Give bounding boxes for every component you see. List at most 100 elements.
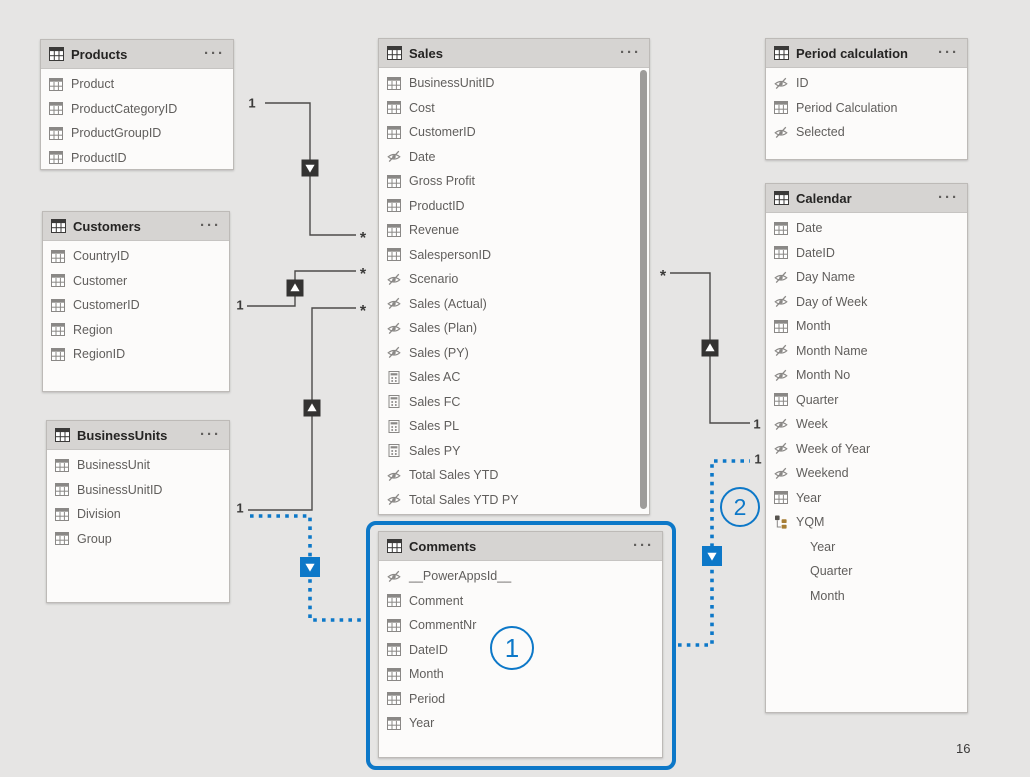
field-total-sales-ytd-py[interactable]: Total Sales YTD PY: [379, 488, 649, 513]
hidden-icon: [774, 295, 788, 309]
field-gross-profit[interactable]: Gross Profit: [379, 169, 649, 194]
field-sales-plan[interactable]: Sales (Plan): [379, 316, 649, 341]
field-day-of-week[interactable]: Day of Week: [766, 290, 967, 315]
relationship-sales-calendar[interactable]: *1: [660, 268, 761, 432]
field-customerid[interactable]: CustomerID: [379, 120, 649, 145]
field-id[interactable]: ID: [766, 71, 967, 96]
field-commentnr[interactable]: CommentNr: [379, 613, 662, 638]
field-salespersonid[interactable]: SalespersonID: [379, 243, 649, 268]
field-selected[interactable]: Selected: [766, 120, 967, 145]
table-more-options-icon[interactable]: ···: [633, 537, 654, 554]
field-week-of-year[interactable]: Week of Year: [766, 437, 967, 462]
table-more-options-icon[interactable]: ···: [200, 217, 221, 234]
field-customerid[interactable]: CustomerID: [43, 293, 229, 318]
field-label: Day of Week: [796, 294, 868, 309]
column-icon: [387, 692, 401, 706]
field-productgroupid[interactable]: ProductGroupID: [41, 121, 233, 146]
field-date[interactable]: Date: [379, 145, 649, 170]
table-more-options-icon[interactable]: ···: [938, 189, 959, 206]
table-icon: [774, 191, 789, 205]
field-group[interactable]: Group: [47, 527, 229, 552]
field-period[interactable]: Period: [379, 687, 662, 712]
table-scrollbar[interactable]: [640, 70, 647, 509]
hidden-icon: [387, 297, 401, 311]
field-division[interactable]: Division: [47, 502, 229, 527]
relationship-customers-sales[interactable]: 1*: [236, 266, 367, 313]
relationship-products-sales[interactable]: 1*: [248, 96, 367, 248]
table-header-period-calculation: Period calculation···: [766, 39, 967, 68]
field-label: Sales PY: [409, 443, 461, 458]
field-sales-actual[interactable]: Sales (Actual): [379, 292, 649, 317]
field-label: Month: [409, 667, 444, 682]
field-sales-fc[interactable]: Sales FC: [379, 390, 649, 415]
table-more-options-icon[interactable]: ···: [620, 44, 641, 61]
relationship-comments-calendar[interactable]: 1: [678, 452, 762, 647]
field-label: Product: [71, 77, 115, 92]
field-comment[interactable]: Comment: [379, 589, 662, 614]
field-sales-pl[interactable]: Sales PL: [379, 414, 649, 439]
field-product[interactable]: Product: [41, 72, 233, 97]
field-label: ProductID: [409, 198, 465, 213]
column-icon: [387, 667, 401, 681]
field-productcategoryid[interactable]: ProductCategoryID: [41, 97, 233, 122]
field-sales-ac[interactable]: Sales AC: [379, 365, 649, 390]
field-year[interactable]: Year: [379, 711, 662, 736]
field-businessunit[interactable]: BusinessUnit: [47, 453, 229, 478]
field-month-name[interactable]: Month Name: [766, 339, 967, 364]
cardinality-label: *: [360, 230, 367, 247]
field-revenue[interactable]: Revenue: [379, 218, 649, 243]
field-year[interactable]: Year: [766, 486, 967, 511]
field-powerappsid[interactable]: __PowerAppsId__: [379, 564, 662, 589]
field-weekend[interactable]: Weekend: [766, 461, 967, 486]
field-businessunitid[interactable]: BusinessUnitID: [379, 71, 649, 96]
column-icon: [774, 491, 788, 505]
field-productid[interactable]: ProductID: [379, 194, 649, 219]
column-icon: [49, 102, 63, 116]
field-period-calculation[interactable]: Period Calculation: [766, 96, 967, 121]
field-sales-py[interactable]: Sales PY: [379, 439, 649, 464]
field-day-name[interactable]: Day Name: [766, 265, 967, 290]
field-week[interactable]: Week: [766, 412, 967, 437]
field-regionid[interactable]: RegionID: [43, 342, 229, 367]
field-yqm[interactable]: YQM: [766, 510, 967, 535]
field-month[interactable]: Month: [379, 662, 662, 687]
field-scenario[interactable]: Scenario: [379, 267, 649, 292]
field-date[interactable]: Date: [766, 216, 967, 241]
field-label: CustomerID: [409, 125, 476, 140]
field-quarter[interactable]: Quarter: [766, 388, 967, 413]
field-customer[interactable]: Customer: [43, 269, 229, 294]
table-icon: [49, 47, 64, 61]
field-month-no[interactable]: Month No: [766, 363, 967, 388]
cardinality-label: 1: [753, 417, 760, 432]
table-more-options-icon[interactable]: ···: [938, 44, 959, 61]
field-region[interactable]: Region: [43, 318, 229, 343]
highlight-outline-comments: [366, 521, 676, 770]
field-cost[interactable]: Cost: [379, 96, 649, 121]
table-more-options-icon[interactable]: ···: [200, 426, 221, 443]
field-countryid[interactable]: CountryID: [43, 244, 229, 269]
table-icon: [387, 46, 402, 60]
field-dateid[interactable]: DateID: [379, 638, 662, 663]
field-label: Revenue: [409, 223, 460, 238]
relationship-businessunits-comments[interactable]: [250, 514, 366, 622]
field-dateid[interactable]: DateID: [766, 241, 967, 266]
field-month[interactable]: Month: [766, 314, 967, 339]
field-month[interactable]: Month: [766, 584, 967, 609]
field-sales-py[interactable]: Sales (PY): [379, 341, 649, 366]
table-more-options-icon[interactable]: ···: [204, 45, 225, 62]
field-productid[interactable]: ProductID: [41, 146, 233, 171]
field-businessunitid[interactable]: BusinessUnitID: [47, 478, 229, 503]
field-year[interactable]: Year: [766, 535, 967, 560]
field-total-sales-ytd[interactable]: Total Sales YTD: [379, 463, 649, 488]
column-icon: [774, 221, 788, 235]
field-quarter[interactable]: Quarter: [766, 559, 967, 584]
field-label: Day Name: [796, 270, 856, 285]
relationship-businessunits-sales[interactable]: 1*: [236, 303, 367, 516]
